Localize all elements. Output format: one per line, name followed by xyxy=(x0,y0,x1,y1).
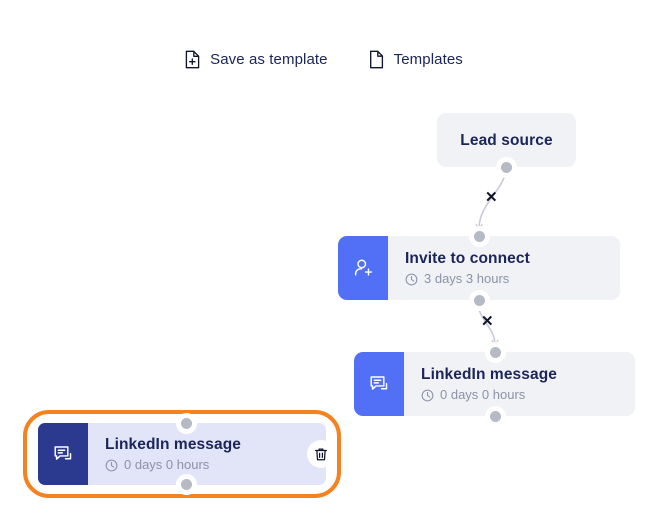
node-linkedin-message-selected[interactable]: LinkedIn message 0 days 0 hours xyxy=(23,410,341,498)
node-handle-bottom[interactable] xyxy=(501,161,512,173)
x-icon: ✕ xyxy=(485,189,498,206)
node-invite-to-connect[interactable]: Invite to connect 3 days 3 hours xyxy=(338,230,620,306)
node-duration: 0 days 0 hours xyxy=(124,457,210,472)
trash-icon xyxy=(314,447,328,462)
edge-remove-marker-1[interactable]: ✕ xyxy=(485,190,498,205)
file-icon xyxy=(368,50,385,69)
templates-label: Templates xyxy=(393,50,463,68)
node-duration: 0 days 0 hours xyxy=(440,387,526,402)
clock-icon xyxy=(421,389,434,402)
workflow-toolbar: Save as template Templates xyxy=(0,44,647,74)
clock-icon xyxy=(105,459,118,472)
node-title: LinkedIn message xyxy=(105,436,241,453)
templates-button[interactable]: Templates xyxy=(364,48,467,71)
node-lead-source[interactable]: Lead source xyxy=(437,113,576,173)
file-plus-icon xyxy=(184,50,201,69)
delete-node-button[interactable] xyxy=(307,440,335,468)
node-handle-top[interactable] xyxy=(180,418,192,429)
message-arrow-icon xyxy=(38,423,88,485)
node-subtitle: 0 days 0 hours xyxy=(105,457,326,473)
node-linkedin-message[interactable]: LinkedIn message 0 days 0 hours xyxy=(354,346,635,422)
user-plus-icon xyxy=(338,236,388,300)
message-arrow-icon xyxy=(354,352,404,416)
node-handle-bottom[interactable] xyxy=(180,479,192,490)
node-subtitle: 3 days 3 hours xyxy=(405,271,620,287)
x-icon: ✕ xyxy=(481,313,494,330)
node-handle-bottom[interactable] xyxy=(473,294,485,306)
save-as-template-label: Save as template xyxy=(210,50,328,68)
node-title: Lead source xyxy=(460,131,553,149)
clock-icon xyxy=(405,273,418,286)
node-subtitle: 0 days 0 hours xyxy=(421,387,635,403)
node-handle-top[interactable] xyxy=(489,346,501,358)
edge-remove-marker-2[interactable]: ✕ xyxy=(481,314,494,329)
node-title: Invite to connect xyxy=(405,250,530,267)
save-as-template-button[interactable]: Save as template xyxy=(180,48,332,71)
node-handle-bottom[interactable] xyxy=(489,410,501,422)
node-handle-top[interactable] xyxy=(473,230,485,242)
node-duration: 3 days 3 hours xyxy=(424,271,510,286)
node-title: LinkedIn message xyxy=(421,366,557,383)
